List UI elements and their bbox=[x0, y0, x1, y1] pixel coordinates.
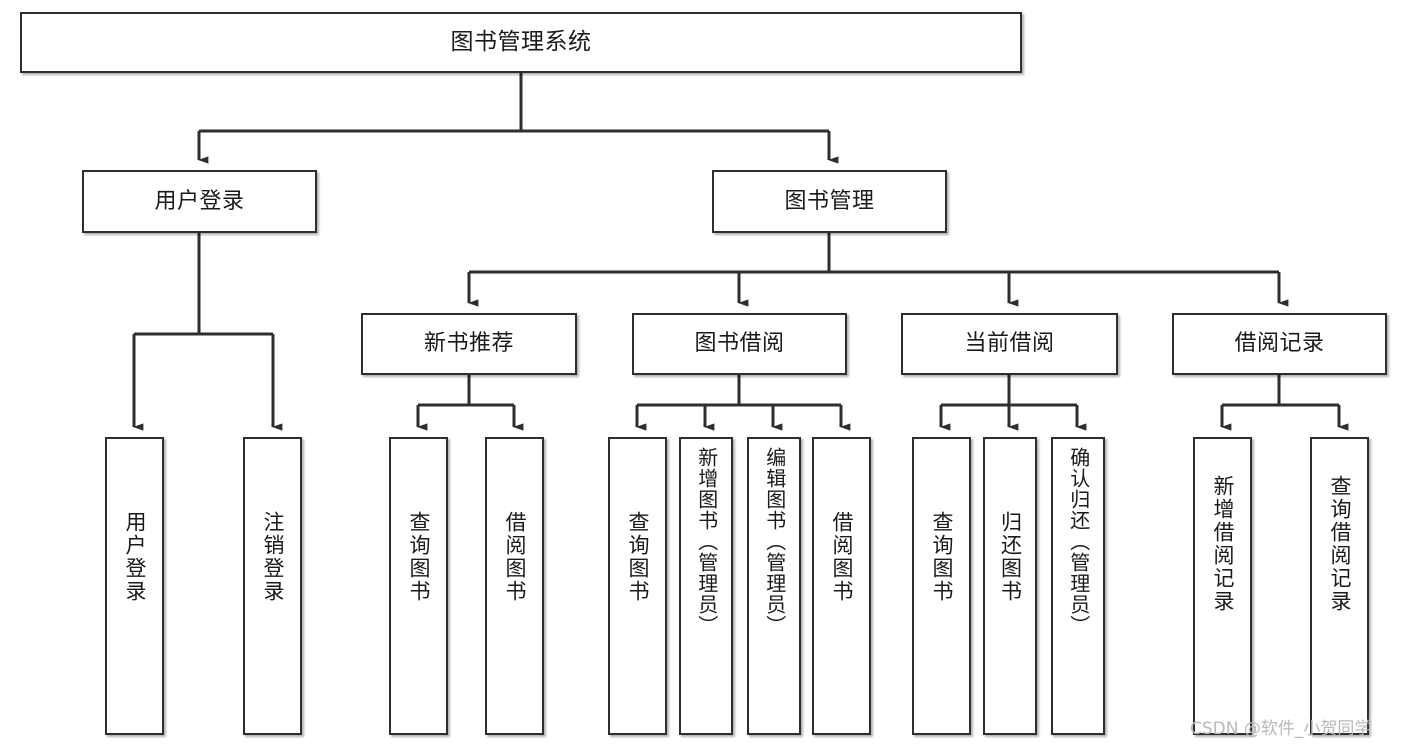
node-leaf-query-book-1-label: 查询图书 bbox=[406, 511, 431, 603]
node-leaf-query-record-label: 查询借阅记录 bbox=[1327, 475, 1352, 613]
node-leaf-logout-login-label: 注销登录 bbox=[260, 511, 285, 603]
node-leaf-logout-login[interactable]: 注销登录 bbox=[243, 437, 302, 735]
node-leaf-borrow-book-2-label: 借阅图书 bbox=[829, 511, 854, 603]
node-current-borrow-label: 当前借阅 bbox=[964, 331, 1055, 357]
node-leaf-confirm-return-label: 确认归还（管理员） bbox=[1066, 447, 1091, 636]
node-leaf-add-book[interactable]: 新增图书（管理员） bbox=[679, 437, 733, 735]
node-book-management-label: 图书管理 bbox=[784, 188, 875, 214]
node-leaf-query-book-3[interactable]: 查询图书 bbox=[912, 437, 971, 735]
node-book-borrow[interactable]: 图书借阅 bbox=[632, 313, 847, 375]
node-book-borrow-label: 图书借阅 bbox=[694, 331, 785, 357]
node-leaf-return-book-label: 归还图书 bbox=[998, 511, 1023, 603]
node-leaf-add-book-label: 新增图书（管理员） bbox=[694, 447, 719, 636]
node-leaf-query-record[interactable]: 查询借阅记录 bbox=[1310, 437, 1369, 735]
node-root[interactable]: 图书管理系统 bbox=[20, 12, 1022, 73]
node-root-label: 图书管理系统 bbox=[450, 29, 592, 56]
node-leaf-borrow-book-1[interactable]: 借阅图书 bbox=[485, 437, 544, 735]
node-current-borrow[interactable]: 当前借阅 bbox=[901, 313, 1118, 375]
node-new-book-recommend[interactable]: 新书推荐 bbox=[361, 313, 577, 375]
node-leaf-edit-book-label: 编辑图书（管理员） bbox=[762, 447, 787, 636]
node-new-book-recommend-label: 新书推荐 bbox=[423, 331, 514, 357]
node-borrow-record-label: 借阅记录 bbox=[1234, 331, 1325, 357]
node-leaf-query-book-3-label: 查询图书 bbox=[929, 511, 954, 603]
node-user-login-label: 用户登录 bbox=[154, 188, 245, 214]
node-leaf-edit-book[interactable]: 编辑图书（管理员） bbox=[747, 437, 801, 735]
node-leaf-user-login[interactable]: 用户登录 bbox=[105, 437, 164, 735]
node-borrow-record[interactable]: 借阅记录 bbox=[1172, 313, 1387, 375]
node-leaf-borrow-book-1-label: 借阅图书 bbox=[502, 511, 527, 603]
node-leaf-query-book-2-label: 查询图书 bbox=[625, 511, 650, 603]
node-leaf-confirm-return[interactable]: 确认归还（管理员） bbox=[1051, 437, 1105, 735]
node-leaf-user-login-label: 用户登录 bbox=[122, 511, 147, 603]
node-user-login[interactable]: 用户登录 bbox=[82, 170, 317, 233]
node-book-management[interactable]: 图书管理 bbox=[712, 170, 947, 233]
node-leaf-add-record[interactable]: 新增借阅记录 bbox=[1193, 437, 1252, 735]
node-leaf-query-book-2[interactable]: 查询图书 bbox=[608, 437, 667, 735]
node-leaf-return-book[interactable]: 归还图书 bbox=[983, 437, 1037, 735]
node-leaf-query-book-1[interactable]: 查询图书 bbox=[389, 437, 448, 735]
node-leaf-borrow-book-2[interactable]: 借阅图书 bbox=[812, 437, 871, 735]
node-leaf-add-record-label: 新增借阅记录 bbox=[1210, 475, 1235, 613]
